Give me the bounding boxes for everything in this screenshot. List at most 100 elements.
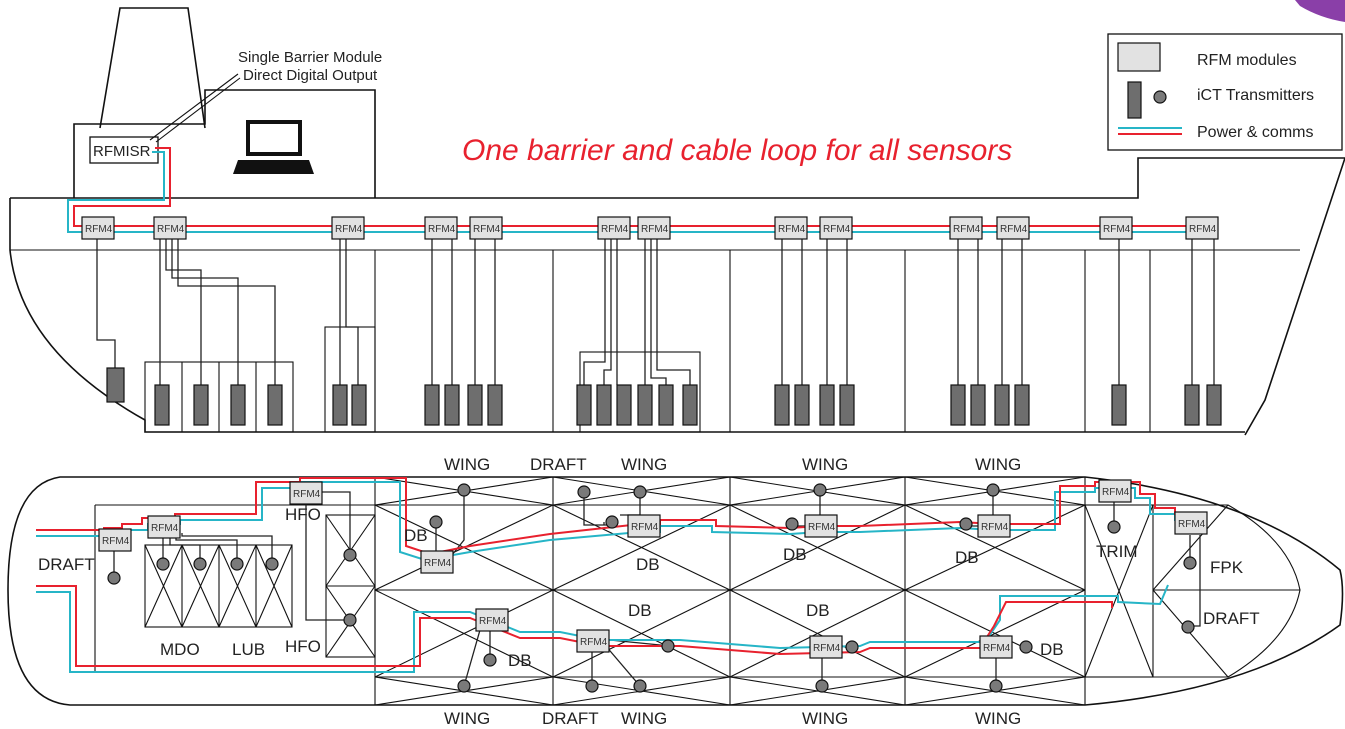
svg-text:RFM4: RFM4 (1178, 519, 1206, 530)
svg-text:RFM4: RFM4 (479, 616, 507, 627)
rfm-module: RFM4 (289, 481, 323, 505)
rfm-module: RFM4 (996, 216, 1030, 240)
label-db: DB (636, 555, 660, 574)
rfm-module: RFM4 (469, 216, 503, 240)
legend-transmitters: iCT Transmitters (1197, 87, 1314, 104)
svg-text:RFM4: RFM4 (953, 224, 981, 235)
plan-transmitters (107, 483, 1197, 693)
plan-power-loop-2 (36, 585, 1113, 667)
funnel-outline (99, 7, 206, 129)
rfm-module: RFM4 (331, 216, 365, 240)
rfm-module: RFM4 (475, 608, 509, 632)
svg-text:RFM4: RFM4 (808, 522, 836, 533)
callout-leader (149, 73, 239, 141)
legend-transmitter-bar (1127, 81, 1142, 119)
slogan-text: One barrier and cable loop for all senso… (462, 134, 1012, 167)
barrier-module-box (89, 136, 159, 164)
svg-text:RFM4: RFM4 (157, 224, 185, 235)
side-view: RFMISR Single Barrier Module Direct Digi… (9, 7, 1345, 436)
rfm-module: RFM4 (1098, 479, 1132, 503)
label-mdo: MDO (160, 640, 200, 659)
rfm-module: RFM4 (774, 216, 808, 240)
rfm-module: RFM4 (627, 514, 661, 538)
plan-labels: WING DRAFT WING WING WING WING DRAFT WIN… (38, 455, 1260, 728)
label-trim: TRIM (1096, 542, 1138, 561)
svg-text:RFM4: RFM4 (102, 536, 130, 547)
bulkheads (374, 250, 1151, 432)
superstructure-outline (73, 89, 376, 198)
svg-text:RFM4: RFM4 (293, 489, 321, 500)
svg-text:RFM4: RFM4 (473, 224, 501, 235)
callout-line-1: Single Barrier Module (238, 49, 382, 66)
side-modules: RFM4 RFM4 RFM4 RFM4 RFM4 RFM4 RFM4 RFM4 … (81, 216, 1219, 240)
svg-text:RFM4: RFM4 (580, 637, 608, 648)
label-db: DB (1040, 640, 1064, 659)
legend-power: Power & comms (1197, 124, 1313, 141)
label-lub: LUB (232, 640, 265, 659)
label-wing: WING (621, 455, 667, 474)
svg-text:RFM4: RFM4 (424, 558, 452, 569)
label-draft: DRAFT (542, 709, 599, 728)
label-hfo: HFO (285, 505, 321, 524)
rfm-module: RFM4 (81, 216, 115, 240)
callout-line-2: Direct Digital Output (243, 67, 378, 84)
side-transmitters (106, 367, 1222, 426)
svg-text:RFM4: RFM4 (823, 224, 851, 235)
label-hfo: HFO (285, 637, 321, 656)
svg-text:RFM4: RFM4 (631, 522, 659, 533)
svg-text:RFM4: RFM4 (151, 523, 179, 534)
label-draft: DRAFT (38, 555, 95, 574)
svg-text:RFM4: RFM4 (641, 224, 669, 235)
barrier-module-label: RFMISR (93, 143, 151, 160)
stern-keel-outline (9, 198, 1245, 433)
svg-text:RFM4: RFM4 (601, 224, 629, 235)
plan-hull-outline (7, 476, 1344, 706)
corner-graphic (1295, 0, 1345, 22)
label-wing: WING (975, 455, 1021, 474)
rfm-module: RFM4 (576, 629, 610, 653)
label-db: DB (628, 601, 652, 620)
rfm-module: RFM4 (597, 216, 631, 240)
plan-view: RFM4 RFM4 RFM4 RFM4 RFM4 RFM4 RFM4 RFM4 … (7, 455, 1344, 728)
svg-text:RFM4: RFM4 (981, 522, 1009, 533)
svg-text:RFM4: RFM4 (983, 643, 1011, 654)
legend-module-swatch (1117, 42, 1161, 72)
rfm-module: RFM4 (98, 528, 132, 552)
label-db: DB (508, 651, 532, 670)
deck-outline (10, 157, 1345, 199)
rfm-module: RFM4 (809, 635, 843, 659)
rfm-module: RFM4 (424, 216, 458, 240)
label-wing: WING (802, 455, 848, 474)
svg-text:RFM4: RFM4 (813, 643, 841, 654)
rfm-module: RFM4 (977, 514, 1011, 538)
svg-text:RFM4: RFM4 (1189, 224, 1217, 235)
side-wiring (96, 237, 1215, 385)
legend-modules: RFM modules (1197, 52, 1297, 69)
label-db: DB (404, 526, 428, 545)
svg-text:RFM4: RFM4 (778, 224, 806, 235)
label-draft: DRAFT (1203, 609, 1260, 628)
label-wing: WING (621, 709, 667, 728)
plan-comms-loop-2 (36, 584, 1169, 673)
label-wing: WING (444, 709, 490, 728)
rfm-module: RFM4 (637, 216, 671, 240)
legend: RFM modules iCT Transmitters Power & com… (1107, 33, 1343, 151)
rfm-module: RFM4 (949, 216, 983, 240)
svg-text:RFM4: RFM4 (428, 224, 456, 235)
label-wing: WING (975, 709, 1021, 728)
label-fpk: FPK (1210, 558, 1244, 577)
label-wing: WING (802, 709, 848, 728)
rfm-module: RFM4 (804, 514, 838, 538)
legend-transmitter-dot (1153, 90, 1167, 104)
side-power-cable (73, 147, 1210, 227)
svg-text:RFM4: RFM4 (1000, 224, 1028, 235)
svg-text:RFM4: RFM4 (1103, 224, 1131, 235)
label-db: DB (955, 548, 979, 567)
label-draft: DRAFT (530, 455, 587, 474)
rfm-module: RFM4 (153, 216, 187, 240)
rfm-module: RFM4 (1185, 216, 1219, 240)
plan-modules: RFM4 RFM4 RFM4 RFM4 RFM4 RFM4 RFM4 RFM4 … (98, 479, 1208, 659)
rfm-module: RFM4 (819, 216, 853, 240)
rfm-module: RFM4 (147, 515, 181, 539)
